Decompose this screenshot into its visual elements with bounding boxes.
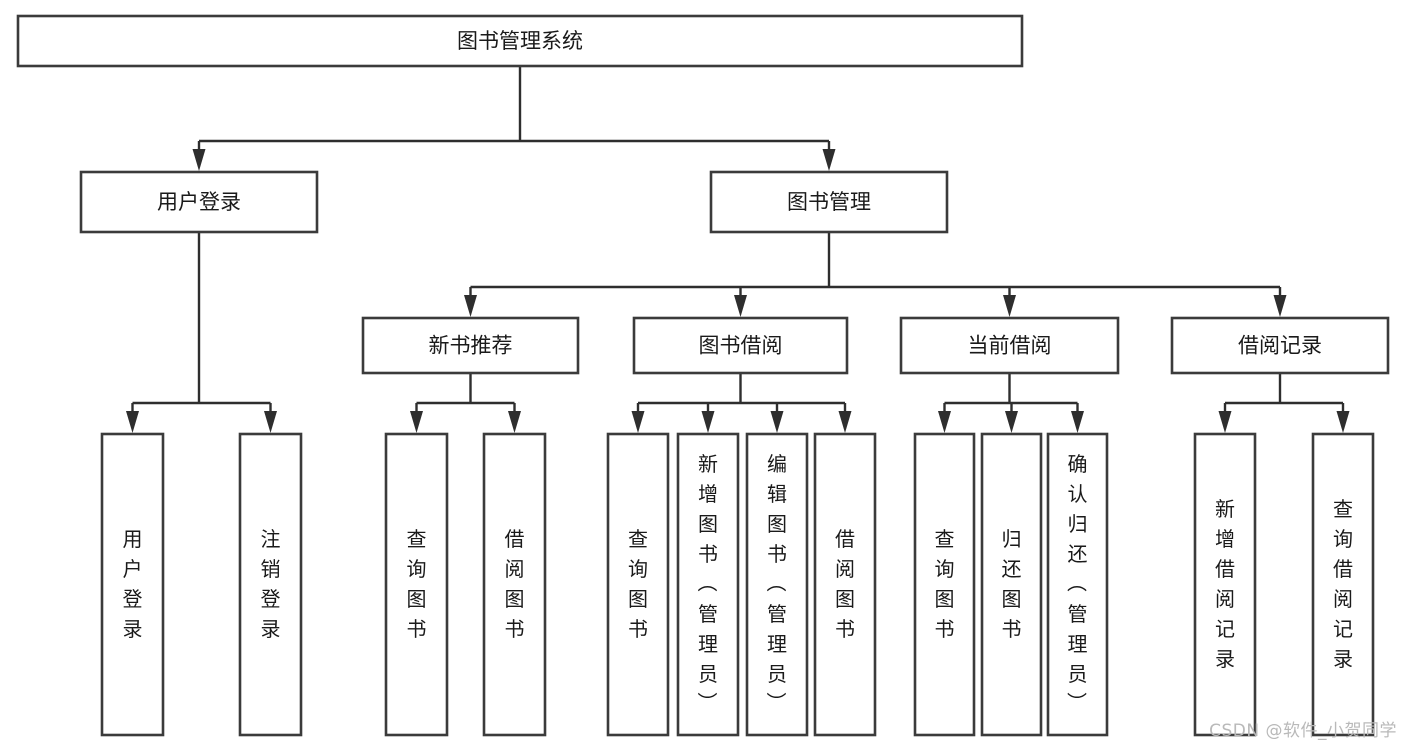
node-box — [238, 432, 303, 737]
node-box — [745, 432, 809, 737]
node-leaf-borrow-book-rec[interactable]: 借阅图书 — [482, 432, 547, 737]
arrow-head-icon — [822, 149, 836, 171]
node-label: 图书管理系统 — [457, 29, 583, 53]
connector-layer — [126, 66, 1350, 433]
node-label: 借阅图书 — [505, 527, 525, 641]
node-label: 借阅图书 — [835, 527, 855, 641]
node-box — [16, 14, 1024, 68]
node-box — [676, 432, 740, 737]
node-new-book-rec[interactable]: 新书推荐 — [361, 316, 580, 375]
node-label: 查询图书 — [935, 527, 955, 641]
node-leaf-query-book-cb[interactable]: 查询图书 — [913, 432, 976, 737]
node-label: 查询图书 — [628, 527, 648, 641]
node-leaf-return-book[interactable]: 归还图书 — [980, 432, 1043, 737]
node-leaf-add-record[interactable]: 新增借阅记录 — [1193, 432, 1257, 737]
node-label: 编辑图书（管理员） — [766, 452, 787, 716]
node-label: 图书管理 — [787, 190, 871, 214]
csdn-watermark: CSDN @软件_小贺同学 — [1209, 721, 1397, 741]
arrow-head-icon — [508, 411, 521, 433]
node-box — [1170, 316, 1390, 375]
arrow-head-icon — [264, 411, 277, 433]
node-box — [980, 432, 1043, 737]
node-box — [813, 432, 877, 737]
node-box — [606, 432, 670, 737]
arrow-head-icon — [1071, 411, 1084, 433]
node-box — [384, 432, 449, 737]
node-current-borrow[interactable]: 当前借阅 — [899, 316, 1120, 375]
node-label: 新增借阅记录 — [1215, 497, 1235, 671]
arrow-head-icon — [1005, 411, 1018, 433]
arrow-head-icon — [734, 295, 747, 317]
node-leaf-borrow-book-bb[interactable]: 借阅图书 — [813, 432, 877, 737]
node-book-borrow[interactable]: 图书借阅 — [632, 316, 849, 375]
arrow-head-icon — [410, 411, 423, 433]
node-label: 当前借阅 — [968, 334, 1052, 358]
node-label: 归还图书 — [1002, 527, 1022, 641]
node-box — [361, 316, 580, 375]
node-label: 用户登录 — [157, 190, 241, 214]
node-box — [899, 316, 1120, 375]
node-book-manage[interactable]: 图书管理 — [709, 170, 949, 234]
node-box — [482, 432, 547, 737]
node-leaf-edit-book[interactable]: 编辑图书（管理员） — [745, 432, 809, 737]
node-borrow-record[interactable]: 借阅记录 — [1170, 316, 1390, 375]
node-root[interactable]: 图书管理系统 — [16, 14, 1024, 68]
node-leaf-add-book[interactable]: 新增图书（管理员） — [676, 432, 740, 737]
node-label: 注销登录 — [261, 527, 281, 641]
arrow-head-icon — [838, 411, 852, 433]
node-box — [100, 432, 165, 737]
arrow-head-icon — [464, 295, 477, 317]
arrow-head-icon — [1003, 295, 1016, 317]
node-box — [1046, 432, 1109, 737]
node-label: 用户登录 — [123, 527, 143, 641]
arrow-head-icon — [770, 411, 784, 433]
node-box — [79, 170, 319, 234]
node-box — [709, 170, 949, 234]
arrow-head-icon — [192, 149, 206, 171]
node-layer: 图书管理系统用户登录图书管理新书推荐图书借阅当前借阅借阅记录用户登录注销登录查询… — [16, 14, 1390, 737]
node-label: 查询借阅记录 — [1333, 497, 1353, 671]
node-leaf-user-login[interactable]: 用户登录 — [100, 432, 165, 737]
arrow-head-icon — [126, 411, 139, 433]
node-label: 查询图书 — [407, 527, 427, 641]
node-box — [632, 316, 849, 375]
arrow-head-icon — [631, 411, 645, 433]
node-label: 借阅记录 — [1238, 334, 1322, 358]
node-user-login[interactable]: 用户登录 — [79, 170, 319, 234]
arrow-head-icon — [701, 411, 715, 433]
node-label: 新增图书（管理员） — [697, 452, 718, 716]
arrow-head-icon — [1273, 295, 1287, 317]
node-leaf-query-record[interactable]: 查询借阅记录 — [1311, 432, 1375, 737]
arrow-head-icon — [1336, 411, 1350, 433]
node-label: 新书推荐 — [429, 334, 513, 358]
arrow-head-icon — [938, 411, 951, 433]
node-leaf-confirm-return[interactable]: 确认归还（管理员） — [1046, 432, 1109, 737]
node-box — [1193, 432, 1257, 737]
node-label: 图书借阅 — [699, 334, 783, 358]
node-label: 确认归还（管理员） — [1067, 452, 1088, 716]
node-leaf-query-book-rec[interactable]: 查询图书 — [384, 432, 449, 737]
node-leaf-query-book-bb[interactable]: 查询图书 — [606, 432, 670, 737]
node-box — [1311, 432, 1375, 737]
node-box — [913, 432, 976, 737]
node-leaf-logout[interactable]: 注销登录 — [238, 432, 303, 737]
arrow-head-icon — [1218, 411, 1232, 433]
